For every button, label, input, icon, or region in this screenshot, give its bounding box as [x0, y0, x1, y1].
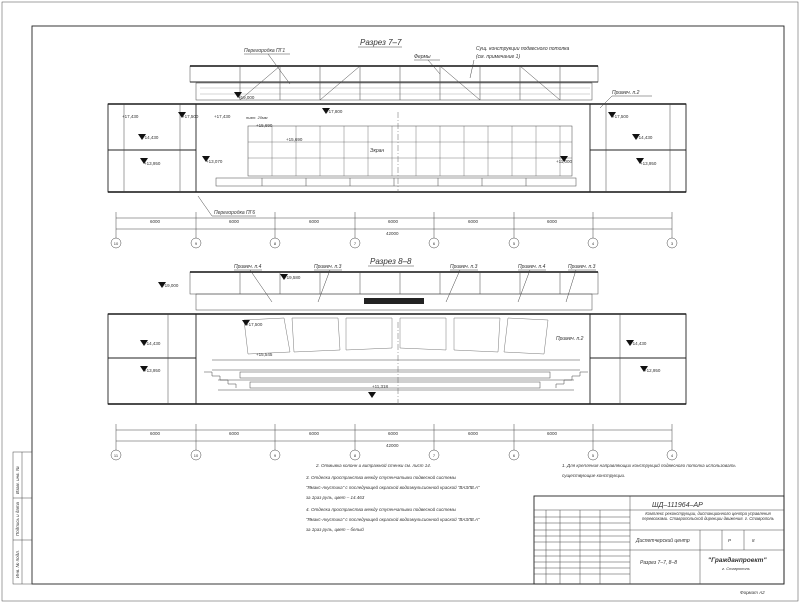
label-note-right: Примеч. п.2: [612, 90, 640, 96]
label-ceiling-note: нижн. 20мм: [246, 115, 268, 120]
note-e: Примеч. п.3: [568, 264, 596, 270]
elev-5: +17,430: [122, 114, 139, 119]
elev2-5: +13,950: [144, 368, 161, 373]
axis-1-4: 7: [354, 241, 357, 246]
elev-8: +17,500: [612, 114, 629, 119]
dim-1-6: 6000: [547, 219, 558, 224]
note-left-5: 4. Отделка пространства между ступенчаты…: [306, 506, 457, 512]
dim-1-3: 6000: [309, 219, 320, 224]
section-8-8: Разрез 8–8: [107, 257, 687, 461]
axis-1-5: 6: [433, 241, 436, 246]
note-d: Примеч. п.4: [518, 264, 546, 270]
elev2-6: +15,545: [256, 352, 273, 357]
dim-1-1: 6000: [150, 219, 161, 224]
notes-right: 1. Для крепления направляющих конструкци…: [562, 462, 736, 478]
axis-1-7: 4: [592, 241, 595, 246]
elev-11: +13,950: [144, 161, 161, 166]
elev-3: +17,800: [326, 109, 343, 114]
doc-description: Комплекс реконструкции, дистанционного ц…: [642, 511, 774, 522]
note-left-6: "Ямакс-Акустика" с последующей окраской …: [306, 516, 480, 522]
doc-code: ШД–111964–АР: [652, 502, 703, 509]
sheet-name: Разрез 7–7, 8–8: [640, 560, 677, 566]
note-left-3: "Ямакс-Акустика" с последующей окраской …: [306, 484, 480, 490]
stage: Р: [728, 538, 731, 543]
dim-1-4: 6000: [388, 219, 399, 224]
elev-10: +14,430: [636, 135, 653, 140]
elev2-2: +19,580: [284, 275, 301, 280]
axis-2-2: 10: [194, 453, 199, 458]
note-left-1: 2. Отмывка колонн и витражной стенки см.…: [315, 462, 431, 468]
elev2-9: +11,318: [372, 384, 389, 389]
axis-1-2: 9: [195, 241, 198, 246]
note-left-2: 3. Отделка пространства между ступенчаты…: [306, 474, 457, 480]
elev2-1: +19,000: [162, 283, 179, 288]
dim-2-4: 6000: [388, 431, 399, 436]
elev-1: +19,000: [238, 95, 255, 100]
company: "Гражданпроект": [708, 556, 767, 564]
label-screen: Экран: [370, 148, 384, 154]
section-7-7: Разрез 7–7: [107, 38, 687, 249]
axis-1-3: 8: [274, 241, 277, 246]
elev-4: +17,430: [214, 114, 231, 119]
elev2-3: +17,500: [246, 322, 263, 327]
label-pg1: Перегородка ПГ1: [244, 48, 285, 54]
note-a: Примеч. п.4: [234, 264, 262, 270]
note-c: Примеч. п.3: [450, 264, 478, 270]
elev-6: +15,690: [256, 123, 273, 128]
dim-2-5: 6000: [468, 431, 479, 436]
label-pg6: Перегородка ПГ6: [214, 210, 255, 216]
drawing-frame: [31, 25, 785, 585]
axis-2-3: 9: [274, 453, 277, 458]
axis-1-8: 3: [671, 241, 674, 246]
notes-left: 2. Отмывка колонн и витражной стенки см.…: [305, 462, 480, 532]
elev2-7: +14,430: [630, 341, 647, 346]
axis-1-6: 5: [513, 241, 516, 246]
elev2-8: +12,950: [644, 368, 661, 373]
side-stamp: Взам. инв. № Подпись и дата Инв. № подл.: [12, 451, 33, 585]
note-b: Примеч. п.3: [314, 264, 342, 270]
label-structure-2: (см. примечание 1): [476, 54, 520, 60]
title-block: ШД–111964–АР Комплекс реконструкции, дис…: [533, 495, 785, 595]
section-2-title: Разрез 8–8: [370, 257, 412, 266]
note-right-2: существующие конструкции.: [562, 473, 625, 478]
axis-2-1: 11: [114, 453, 119, 458]
dim-1-total: 42000: [386, 231, 399, 236]
doc-description-box: Комплекс реконструкции, дистанционного ц…: [642, 511, 774, 522]
dim-2-2: 6000: [229, 431, 240, 436]
dim-2-1: 6000: [150, 431, 161, 436]
section-1-title: Разрез 7–7: [360, 38, 402, 47]
side-stamp-2: Подпись и дата: [15, 501, 20, 536]
side-stamp-1: Взам. инв. №: [15, 466, 20, 494]
dim-2-total: 42000: [386, 443, 399, 448]
note-left-4: за 1раз руль, цвет – 14.463: [305, 495, 365, 500]
axis-2-8: 4: [671, 453, 674, 458]
elev2-4: +14,430: [144, 341, 161, 346]
dim-2-6: 6000: [547, 431, 558, 436]
axis-2-6: 6: [513, 453, 516, 458]
company-sub: г. Ставрополь: [722, 566, 750, 571]
elev-7: +15,690: [286, 137, 303, 142]
dim-1-5: 6000: [468, 219, 479, 224]
note-left-7: за 1раз руль, цвет – белый: [305, 526, 364, 532]
note-f: Примеч. п.2: [556, 336, 584, 342]
object-name: Диспетчерский центр: [635, 537, 690, 544]
elev-9: +14,430: [142, 135, 159, 140]
dim-2-3: 6000: [309, 431, 320, 436]
axis-2-4: 8: [354, 453, 357, 458]
elev-12: +13,070: [206, 159, 223, 164]
side-stamp-3: Инв. № подл.: [15, 550, 20, 578]
dim-1-2: 6000: [229, 219, 240, 224]
note-right-1: 1. Для крепления направляющих конструкци…: [562, 462, 736, 468]
axis-2-5: 7: [433, 453, 436, 458]
axis-1-1: 10: [114, 241, 119, 246]
label-farm: Фермы: [414, 54, 431, 60]
elev-14: +13,950: [640, 161, 657, 166]
elev-2: +17,500: [182, 114, 199, 119]
format: Формат А2: [740, 590, 765, 595]
label-structure: Сущ. конструкции подвесного потолка: [476, 46, 570, 52]
sheet-no: 8: [752, 538, 755, 543]
axis-2-7: 5: [592, 453, 595, 458]
